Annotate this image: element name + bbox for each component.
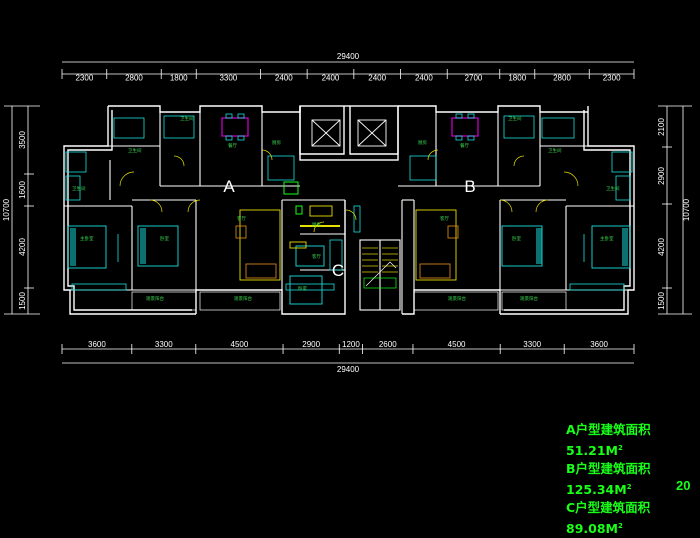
room-label-bedroom-a: 卧室 <box>160 235 169 242</box>
top-dim-label-7: 2400 <box>415 74 433 83</box>
bottom-dim-label-7: 3300 <box>523 340 541 349</box>
bed-icon-3 <box>289 275 323 305</box>
exterior-walls <box>63 105 635 315</box>
room-label-bath-a2: 卫生间 <box>72 185 86 192</box>
stair <box>362 247 398 289</box>
top-dim-label-0: 2300 <box>75 74 93 83</box>
room-label-living-a: 客厅 <box>237 215 246 222</box>
room-label-kitchen-a: 厨房 <box>272 139 281 146</box>
top-dim-label-10: 2800 <box>553 74 571 83</box>
dining-chairs <box>225 113 475 141</box>
right-dimensions <box>658 105 692 315</box>
room-label-bath-b3: 卫生间 <box>508 115 522 122</box>
area-note-a: A户型建筑面积51.21M2 <box>566 422 651 459</box>
elevator-shafts <box>311 119 387 147</box>
top-total-dimension: 29400 <box>337 52 360 61</box>
bottom-dim-label-4: 1200 <box>342 340 360 349</box>
top-dim-label-6: 2400 <box>368 74 386 83</box>
balconies <box>131 291 567 311</box>
room-label-dining-a: 餐厅 <box>228 142 237 149</box>
room-label-living-b: 客厅 <box>440 215 449 222</box>
room-label-bath-a3: 卫生间 <box>180 115 194 122</box>
room-label-balcony-a1: 观景阳台 <box>146 295 164 302</box>
bottom-dimension-labels: 3600 3300 4500 2900 1200 2600 4500 3300 3600 <box>88 340 609 349</box>
unit-c-label: C <box>332 261 344 280</box>
top-dim-label-1: 2800 <box>125 74 143 83</box>
bottom-dim-label-1: 3300 <box>155 340 173 349</box>
page-number: 20 <box>676 478 691 493</box>
dining-tables <box>221 117 479 137</box>
right-dim-3: 4200 <box>657 238 666 256</box>
unit-b-label: B <box>464 177 475 196</box>
right-total-dimension: 10700 <box>682 198 691 221</box>
room-label-bath-a: 卫生间 <box>128 147 142 154</box>
interior-walls <box>64 112 634 314</box>
unit-a-label: A <box>223 177 235 196</box>
top-dim-label-4: 2400 <box>275 74 293 83</box>
right-dim-1: 2100 <box>657 118 666 136</box>
room-label-bedroom-c: 卧室 <box>298 285 307 292</box>
left-dim-3: 4200 <box>18 238 27 256</box>
bed-pillows <box>70 228 628 266</box>
right-dim-4: 1500 <box>657 292 666 310</box>
floor-plan: 29400 2300 2800 1800 3300 2400 2400 2400 2400 27… <box>2 52 692 374</box>
left-dim-2: 1600 <box>18 181 27 199</box>
core-accents <box>283 181 340 227</box>
top-dim-label-5: 2400 <box>322 74 340 83</box>
room-label-bedroom-b: 卧室 <box>512 235 521 242</box>
fixtures <box>65 115 633 291</box>
bottom-dim-label-5: 2600 <box>379 340 397 349</box>
room-label-living-c: 客厅 <box>312 253 321 260</box>
top-dim-label-9: 1800 <box>508 74 526 83</box>
left-dim-4: 1500 <box>18 292 27 310</box>
bottom-dim-label-3: 2900 <box>302 340 320 349</box>
bed-icon-4 <box>295 245 325 267</box>
area-note-b: B户型建筑面积125.34M2 <box>566 461 651 498</box>
bed-icon-2 <box>137 225 179 267</box>
furniture <box>235 205 459 281</box>
bottom-dimensions <box>61 344 635 364</box>
left-dim-1: 3500 <box>18 131 27 149</box>
room-label-dining-b: 餐厅 <box>460 142 469 149</box>
top-dim-label-2: 1800 <box>170 74 188 83</box>
room-label-kitchen-b: 厨房 <box>418 139 427 146</box>
room-label-master-a: 主卧室 <box>80 235 94 242</box>
bottom-total-dimension: 29400 <box>337 365 360 374</box>
top-dim-label-3: 3300 <box>219 74 237 83</box>
beds <box>67 225 631 305</box>
room-label-balcony-b1: 观景阳台 <box>448 295 466 302</box>
left-total-dimension: 10700 <box>2 198 11 221</box>
right-dim-2: 2900 <box>657 167 666 185</box>
room-label-bath-b: 卫生间 <box>548 147 562 154</box>
bottom-dim-label-2: 4500 <box>231 340 249 349</box>
bottom-dim-label-0: 3600 <box>88 340 106 349</box>
bottom-dim-label-6: 4500 <box>448 340 466 349</box>
room-label-master-b: 主卧室 <box>600 235 614 242</box>
room-label-balcony-b2: 观景阳台 <box>520 295 538 302</box>
room-label-bath-b2: 卫生间 <box>606 185 620 192</box>
door-swings <box>119 149 579 233</box>
bottom-dim-label-8: 3600 <box>590 340 608 349</box>
room-labels: 卫生间 卫生间 卫生间 厨房 餐厅 客厅 主卧室 卧室 观景阳台 观景阳台 厨房… <box>72 115 620 302</box>
room-label-kitchen-c: 厨房 <box>312 221 321 228</box>
top-dim-label-11: 2300 <box>603 74 621 83</box>
area-note-c: C户型建筑面积89.08M2 <box>566 500 651 537</box>
top-dimensions <box>61 61 635 79</box>
room-label-balcony-a2: 观景阳台 <box>234 295 252 302</box>
top-dim-label-8: 2700 <box>465 74 483 83</box>
bed-icon-6 <box>591 225 631 269</box>
bed-icon-1 <box>67 225 107 269</box>
top-dimension-labels: 2300 2800 1800 3300 2400 2400 2400 2400 2700 1800… <box>75 74 621 83</box>
left-dimensions <box>4 105 40 315</box>
